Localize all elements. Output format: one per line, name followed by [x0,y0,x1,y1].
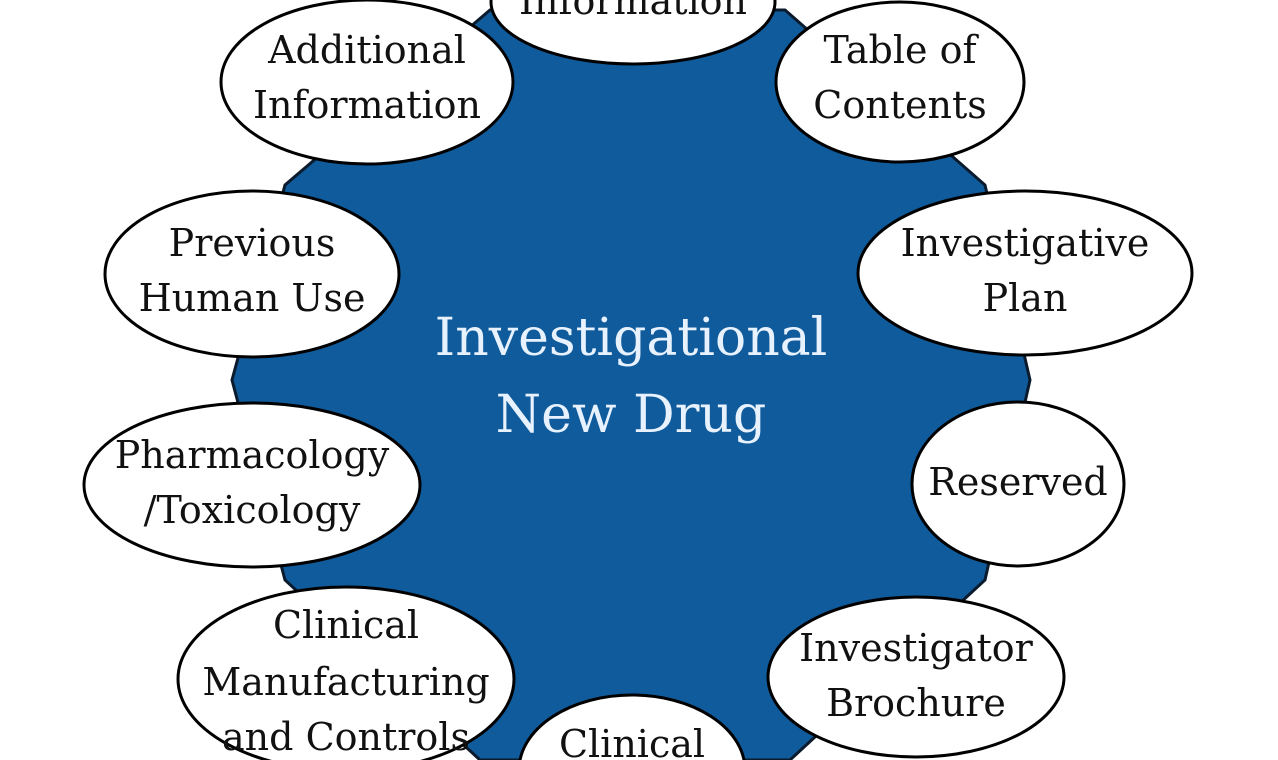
node-label-line3: and Controls [222,715,470,759]
node-clinical-manufacturing: Clinical Manufacturing and Controls [176,585,516,760]
node-pharmacology-toxicology: Pharmacology /Toxicology [82,401,422,569]
node-general-information: Information [489,0,777,66]
node-label-line2: /Toxicology [144,488,361,532]
center-title-line2: New Drug [496,385,767,445]
node-label-line2: Information [253,83,481,127]
node-label: Information [519,0,747,23]
node-label-line2: Human Use [139,276,366,320]
node-label-line1: Previous [169,221,336,265]
node-label-line1: Investigator [799,626,1033,670]
node-label-line1: Clinical [273,603,419,647]
node-label-line1: Investigative [901,221,1150,265]
node-reserved: Reserved [910,400,1126,568]
node-additional-information: Additional Information [219,0,515,166]
node-label-line2: Manufacturing [202,660,489,704]
node-label-line1: Table of [823,28,979,72]
node-label-line2: Contents [813,83,986,127]
node-label: Reserved [928,460,1108,504]
node-label-line1: Additional [267,28,466,72]
node-label: Clinical [559,722,705,760]
node-label-line2: Brochure [826,681,1006,725]
node-investigator-brochure: Investigator Brochure [766,595,1066,759]
node-label-line2: Plan [983,276,1068,320]
center-title-line1: Investigational [435,308,828,368]
node-table-of-contents: Table of Contents [774,0,1026,164]
node-previous-human-use: Previous Human Use [103,189,401,359]
node-clinical-protocol: Clinical [518,693,746,760]
node-investigative-plan: Investigative Plan [856,189,1194,357]
node-label-line1: Pharmacology [115,433,390,477]
